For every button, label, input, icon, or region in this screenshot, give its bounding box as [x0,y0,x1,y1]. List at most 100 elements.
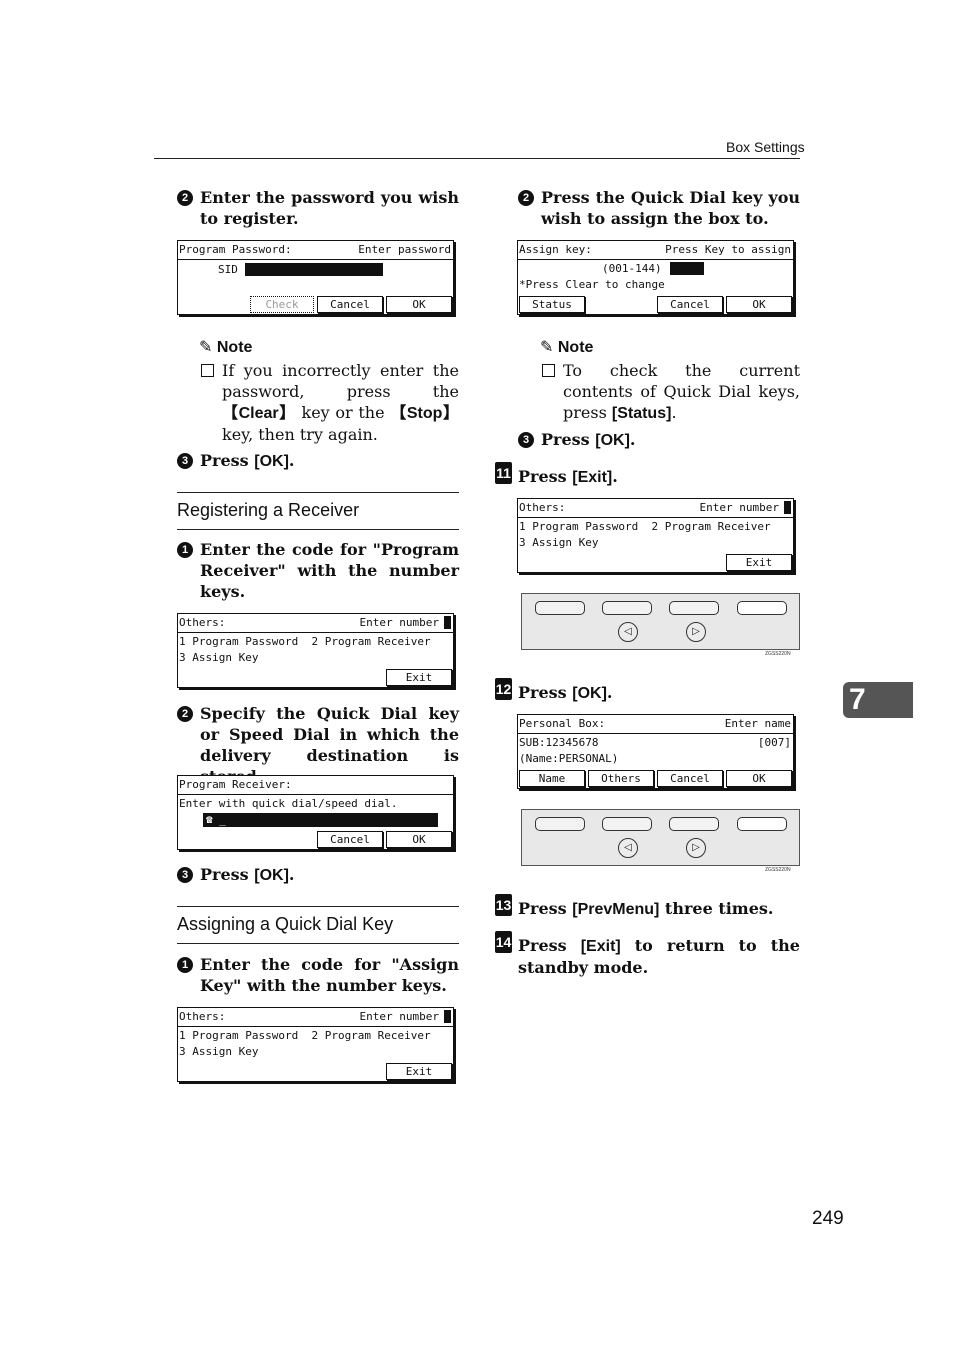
note-title: Note [216,339,253,356]
step-number-11: 11 [495,462,512,484]
lcd-line: Enter with quick dial/speed dial. [179,797,398,810]
exit-button[interactable]: Exit [386,1063,452,1080]
step-text: Press [518,467,573,486]
note-heading: ✎ Note [199,337,252,357]
cursor-block [444,616,451,629]
note-title: Note [557,339,594,356]
lcd-personal-box: Personal Box: Enter name SUB:12345678 [0… [517,714,794,789]
selection-key-4[interactable] [737,601,787,615]
figure-code: ZGSS220N [765,651,791,657]
cursor-block [784,501,791,514]
step-press-ok: Press [OK]. [518,682,800,704]
step-press-exit: Press [Exit]. [518,466,800,488]
lcd-others-menu: Others: Enter number 1 Program Password … [177,613,454,688]
lcd-line: Enter number [359,1010,439,1023]
lcd-program-receiver: Program Receiver: Enter with quick dial/… [177,775,454,850]
lcd-line: 3 Assign Key [519,536,599,549]
ok-button[interactable]: OK [726,296,792,313]
arrow-left-icon[interactable]: ◁ [618,838,638,858]
lcd-divider [178,1026,453,1027]
name-button[interactable]: Name [519,770,585,787]
step-number: 3 [177,867,193,883]
lcd-line: 1 Program Password 2 Program Receiver [519,520,771,533]
step-text: . [612,467,618,486]
step-text: . [606,683,613,702]
step-enter-code-assign: 1 Enter the code for "Assign Key" with t… [177,954,459,996]
running-header: Box Settings [726,139,805,155]
lcd-line: SID [218,263,238,276]
cancel-button[interactable]: Cancel [317,296,383,313]
checkbox-bullet-icon [201,364,214,377]
lcd-divider [518,259,793,260]
lcd-divider [178,794,453,795]
step-text: Press [200,451,255,470]
lcd-others-menu: Others: Enter number 1 Program Password … [517,498,794,573]
step-text: Enter the code for "Assign Key" with the… [200,955,459,995]
section-title: Assigning a Quick Dial Key [177,914,394,934]
lcd-line: ☎ _ [206,813,226,826]
lcd-line: Enter number [359,616,439,629]
ok-button[interactable]: OK [726,770,792,787]
step-number: 2 [177,706,193,722]
step-text: three times. [659,899,774,918]
note-text: To check the current contents of Quick D… [563,360,800,424]
cancel-button[interactable]: Cancel [317,831,383,848]
ok-button[interactable]: OK [386,831,452,848]
control-panel: ◁ ▷ [521,593,800,650]
exit-key: [Exit] [572,469,613,486]
lcd-line: Enter number [699,501,779,514]
arrow-right-icon[interactable]: ▷ [686,838,706,858]
step-press-ok: 3 Press [OK]. [177,450,459,472]
lcd-line: 3 Assign Key [179,651,259,664]
lcd-line: 3 Assign Key [179,1045,259,1058]
pencil-icon: ✎ [199,339,213,356]
ok-key: [OK] [254,453,289,470]
lcd-divider [518,517,793,518]
prevmenu-key: [PrevMenu] [572,901,660,918]
control-panel: ◁ ▷ [521,809,800,866]
exit-button[interactable]: Exit [726,554,792,571]
step-text: Press [518,683,573,702]
lcd-line: Assign key: [519,243,592,256]
selection-key-2[interactable] [602,817,652,831]
others-button[interactable]: Others [588,770,654,787]
lcd-assign-key: Assign key: Press Key to assign (001-144… [517,240,794,315]
exit-button[interactable]: Exit [386,669,452,686]
step-specify-quick-dial: 2 Specify the Quick Dial key or Speed Di… [177,703,459,787]
selection-key-2[interactable] [602,601,652,615]
selection-key-1[interactable] [535,601,585,615]
password-field[interactable] [245,263,383,276]
section-rule [177,492,459,493]
selection-key-1[interactable] [535,817,585,831]
arrow-left-icon[interactable]: ◁ [618,622,638,642]
destination-field[interactable] [203,813,438,827]
step-number: 1 [177,957,193,973]
step-enter-code-receiver: 1 Enter the code for "Program Receiver" … [177,539,459,602]
lcd-line: [007] [757,736,791,749]
selection-key-3[interactable] [669,817,719,831]
check-button[interactable]: Check [250,296,314,313]
note-text-part: . [671,403,677,422]
cancel-button[interactable]: Cancel [657,296,723,313]
step-text: Enter the password you wish to register. [200,188,459,228]
selection-key-4[interactable] [737,817,787,831]
note-heading: ✎ Note [540,337,593,357]
lcd-program-password: Program Password: Enter password SID Che… [177,240,454,315]
pencil-icon: ✎ [540,339,554,356]
ok-button[interactable]: OK [386,296,452,313]
header-rule [154,158,800,159]
arrow-right-icon[interactable]: ▷ [686,622,706,642]
lcd-line: *Press Clear to change [519,278,665,291]
lcd-line: Program Password: [179,243,292,256]
lcd-others-menu: Others: Enter number 1 Program Password … [177,1007,454,1082]
step-press-ok: 3 Press [OK]. [177,864,459,886]
step-text: Press [518,899,573,918]
selection-key-3[interactable] [669,601,719,615]
step-text: . [629,430,636,449]
stop-key: 【Stop】 [390,405,459,422]
cancel-button[interactable]: Cancel [657,770,723,787]
lcd-divider [178,259,453,260]
note-text-part: key, then try again. [222,425,378,444]
status-button[interactable]: Status [519,296,585,313]
step-text: . [288,451,295,470]
